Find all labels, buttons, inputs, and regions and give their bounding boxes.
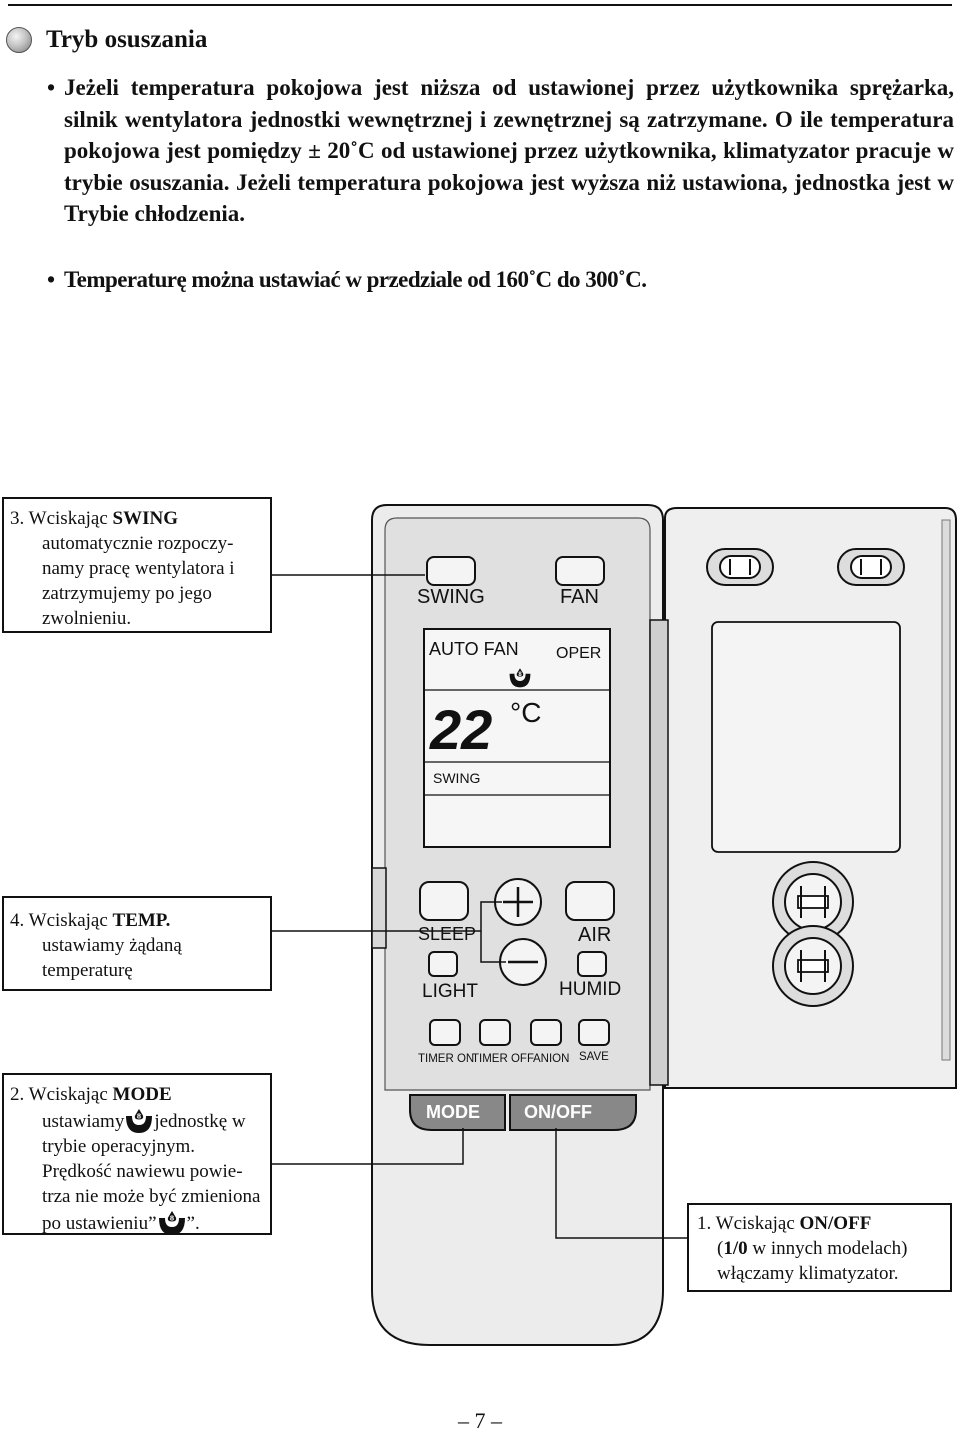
callout-temp-body: ustawiamy żądaną temperaturę <box>42 935 182 981</box>
fan-label: FAN <box>560 586 599 608</box>
cover-window <box>711 621 901 853</box>
timer-off-label: TIMER OFF <box>472 1053 534 1065</box>
callout-mode-keyword: MODE <box>112 1084 172 1105</box>
callout-mode-body-b: jednostkę w trybie operacyjnym. Prędkość… <box>42 1111 261 1234</box>
timer-off-button[interactable] <box>479 1019 511 1046</box>
callout-swing-body: automatycznie rozpoczy­namy pracę wentyl… <box>42 533 235 629</box>
dry-mode-icon <box>158 1209 186 1235</box>
anion-label: ANION <box>533 1053 569 1065</box>
lcd-oper: OPER <box>556 645 601 662</box>
mode-button[interactable] <box>409 1094 506 1131</box>
sleep-button[interactable] <box>419 881 469 921</box>
lcd-unit: °C <box>510 697 541 728</box>
lcd-temperature: 22 <box>429 698 492 761</box>
top-rule <box>8 4 952 6</box>
callout-temp-keyword: TEMP. <box>112 910 171 931</box>
remote-side-slot <box>371 867 387 949</box>
lcd-swing: SWING <box>433 770 480 786</box>
save-label: SAVE <box>579 1051 609 1063</box>
timer-on-button[interactable] <box>429 1019 461 1046</box>
humid-button[interactable] <box>577 951 607 977</box>
lcd-auto-fan: AUTO FAN <box>429 639 519 659</box>
light-label: LIGHT <box>422 981 478 1002</box>
section-heading: Tryb osuszania <box>46 26 208 53</box>
paragraph-dry-mode: • Jeżeli temperatura pokojowa jest niższ… <box>47 72 954 230</box>
callout-mode-body-a: ustawiamy <box>42 1111 125 1132</box>
swing-label: SWING <box>417 586 485 608</box>
air-label: AIR <box>578 924 611 946</box>
cover-round-button-bottom <box>772 925 854 1007</box>
dry-mode-icon <box>125 1107 153 1133</box>
bullet-glyph: • <box>47 75 56 100</box>
timer-on-label: TIMER ON <box>418 1053 474 1065</box>
callout-on-off: 1. Wciskając ON/OFF (1/0 w innych modela… <box>687 1203 952 1292</box>
anion-button[interactable] <box>530 1019 562 1046</box>
callout-mode-number: 2. Wciskając <box>10 1084 113 1105</box>
callout-swing-number: 3. Wciskając <box>10 508 113 529</box>
callout-on-off-keyword: ON/OFF <box>799 1213 872 1234</box>
page-number: – 7 – <box>458 1408 502 1433</box>
leader-line-temp <box>272 901 502 932</box>
callout-swing-keyword: SWING <box>112 508 178 529</box>
cover-edge <box>941 519 951 1061</box>
callout-on-off-number: 1. Wciskając <box>697 1213 800 1234</box>
light-button[interactable] <box>428 951 458 977</box>
cover-hinge <box>649 619 669 1086</box>
heading-bullet-icon <box>6 27 32 53</box>
fan-button[interactable] <box>555 556 605 586</box>
on-off-label: ON/OFF <box>524 1102 592 1122</box>
cover-pill-left <box>706 548 774 586</box>
lcd-display <box>423 628 611 848</box>
leader-line-mode <box>272 1128 464 1165</box>
callout-temp-number: 4. Wciskając <box>10 910 113 931</box>
mode-label: MODE <box>426 1102 480 1122</box>
callout-swing: 3. Wciskając SWING automatycznie rozpocz… <box>2 497 272 633</box>
humid-label: HUMID <box>559 979 621 1000</box>
paragraph-temperature-range: • Temperaturę można ustawiać w przedzial… <box>47 264 954 296</box>
cover-pill-right <box>837 548 905 586</box>
save-button[interactable] <box>578 1019 610 1046</box>
callout-temp: 4. Wciskając TEMP. ustawiamy żądaną temp… <box>2 896 272 991</box>
air-button[interactable] <box>565 881 615 921</box>
cover-round-button-top <box>772 861 854 943</box>
callout-on-off-body: w innych modelach) włączamy klimatyzator… <box>717 1238 908 1284</box>
on-off-button[interactable] <box>509 1094 637 1131</box>
callout-on-off-model-code: 1/0 <box>723 1238 748 1259</box>
callout-mode-body-c: ”. <box>186 1213 200 1234</box>
swing-button[interactable] <box>426 556 476 586</box>
sleep-label: SLEEP <box>418 924 476 944</box>
leader-line-on-off <box>555 1128 687 1239</box>
bullet-glyph: • <box>47 267 55 292</box>
paragraph-temperature-range-text: Temperaturę można ustawiać w przedziale … <box>64 267 647 292</box>
paragraph-dry-mode-text: Jeżeli temperatura pokojowa jest niższa … <box>64 75 954 226</box>
